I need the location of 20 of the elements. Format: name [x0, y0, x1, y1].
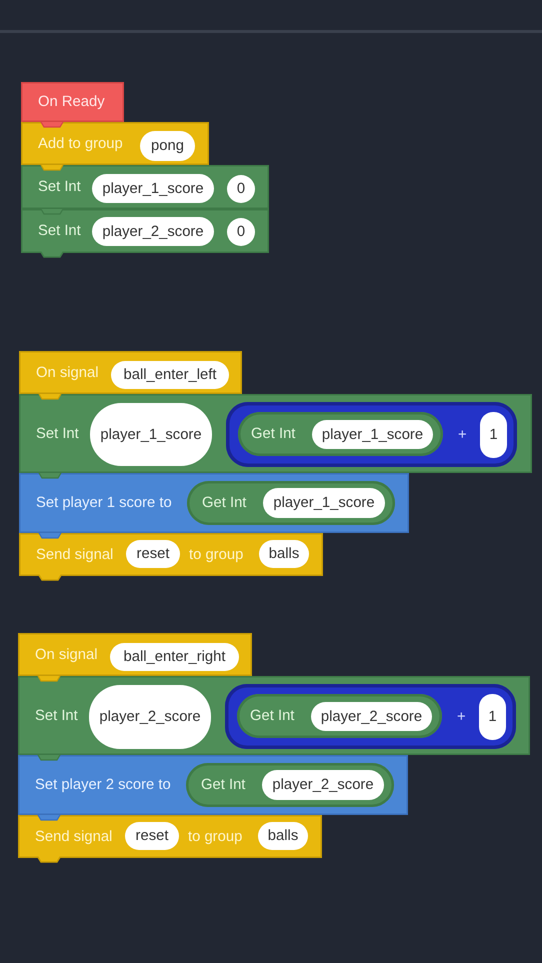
- block-label: Set player 1 score to: [36, 494, 172, 512]
- block-label: Get Int: [201, 776, 246, 794]
- block-label: On signal: [36, 364, 99, 382]
- block-label: Add to group: [38, 134, 123, 152]
- block-label: Get Int: [202, 494, 246, 512]
- block-label: Get Int: [251, 425, 296, 443]
- block-label: to group: [188, 828, 242, 846]
- block-label: to group: [189, 546, 244, 564]
- block-label: On signal: [35, 646, 98, 664]
- block-label: Set Int: [36, 424, 79, 442]
- block-label: On Ready: [38, 93, 105, 111]
- block-label: Set Int: [38, 178, 81, 196]
- operator-symbol: +: [457, 708, 466, 726]
- block-label: Send signal: [35, 828, 112, 846]
- block-label: Get Int: [250, 707, 294, 725]
- block-label: Set Int: [35, 706, 78, 724]
- block-label: Set player 2 score to: [35, 776, 171, 794]
- operator-symbol: +: [458, 426, 467, 444]
- block-label: Set Int: [38, 222, 81, 240]
- block-label: Send signal: [36, 546, 114, 564]
